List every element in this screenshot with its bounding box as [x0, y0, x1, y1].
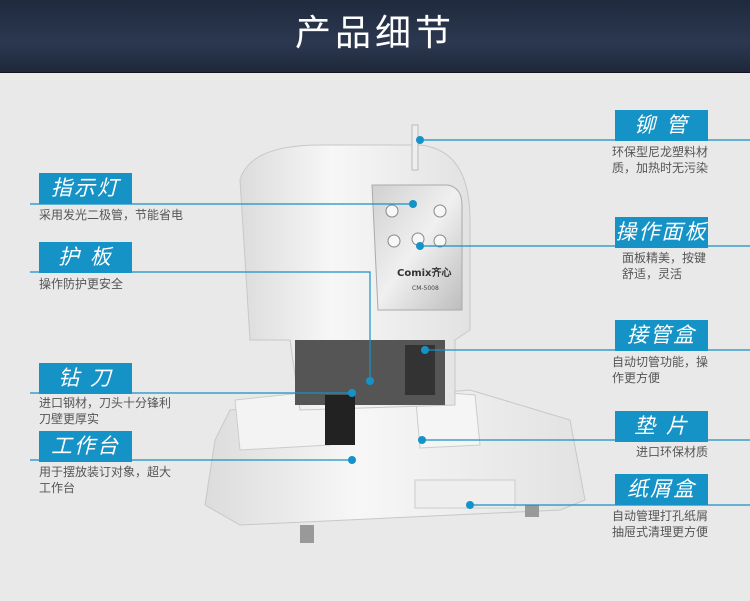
desc-line: 自动管理打孔纸屑: [612, 509, 709, 523]
feature-desc: 自动切管功能，操作更方便: [612, 354, 708, 386]
feature-title-indicator: 指示灯: [39, 173, 132, 204]
feature-desc: 环保型尼龙塑料材质，加热时无污染: [612, 144, 708, 176]
model-label: CM-5008: [412, 285, 439, 292]
desc-line: 进口环保材质: [636, 445, 709, 459]
desc-line: 工作台: [39, 481, 76, 495]
feature-desc: 自动管理打孔纸屑抽屉式清理更方便: [612, 508, 708, 540]
callout-dot: [418, 436, 426, 444]
desc-line: 操作防护更安全: [39, 277, 124, 291]
desc-line: 作更方便: [612, 371, 661, 385]
feature-title-control-panel: 操作面板: [615, 217, 708, 248]
tube-box: [405, 345, 435, 395]
desc-line: 质，加热时无污染: [612, 161, 709, 175]
feature-title-rivet-tube: 铆 管: [615, 110, 708, 141]
feature-desc: 采用发光二极管，节能省电: [39, 207, 183, 223]
callout-dot: [348, 389, 356, 397]
button: [433, 204, 447, 218]
scrap-drawer: [414, 479, 516, 509]
button: [387, 234, 401, 248]
feature-title-tube-box: 接管盒: [615, 320, 708, 351]
desc-line: 用于摆放装订对象，超大: [39, 465, 172, 479]
button: [433, 234, 447, 248]
desc-line: 自动切管功能，操: [612, 355, 709, 369]
feature-desc: 操作防护更安全: [39, 276, 123, 292]
callout-dot: [348, 456, 356, 464]
button: [385, 204, 399, 218]
machine-foot: [300, 525, 314, 543]
desc-line: 刀壁更厚实: [39, 412, 100, 426]
desc-line: 采用发光二极管，节能省电: [39, 208, 184, 222]
callout-dot: [466, 501, 474, 509]
feature-desc: 进口环保材质: [636, 444, 708, 460]
feature-desc: 面板精美，按键舒适，灵活: [622, 250, 706, 282]
feature-title-worktable: 工作台: [39, 431, 132, 462]
callout-dot: [409, 200, 417, 208]
header-banner: 产品细节: [0, 0, 750, 73]
callout-dot: [416, 242, 424, 250]
feature-desc: 进口钢材，刀头十分锋利刀壁更厚实: [39, 395, 171, 427]
desc-line: 环保型尼龙塑料材: [612, 145, 709, 159]
callout-dot: [421, 346, 429, 354]
feature-title-pad: 垫 片: [615, 411, 708, 442]
desc-line: 面板精美，按键: [622, 251, 707, 265]
desc-line: 舒适，灵活: [622, 267, 683, 281]
feature-title-scrap-box: 纸屑盒: [615, 474, 708, 505]
drill-column: [325, 395, 355, 445]
callout-dot: [366, 377, 374, 385]
desc-line: 抽屉式清理更方便: [612, 525, 709, 539]
feature-title-guard: 护 板: [39, 242, 132, 273]
feature-desc: 用于摆放装订对象，超大工作台: [39, 464, 171, 496]
rivet-tube: [411, 124, 419, 171]
desc-line: 进口钢材，刀头十分锋利: [39, 396, 172, 410]
page-title: 产品细节: [294, 13, 455, 54]
brand-logo: Comix齐心: [397, 268, 452, 279]
feature-title-drill: 钻 刀: [39, 363, 132, 394]
callout-dot: [416, 136, 424, 144]
machine-foot: [525, 505, 539, 517]
